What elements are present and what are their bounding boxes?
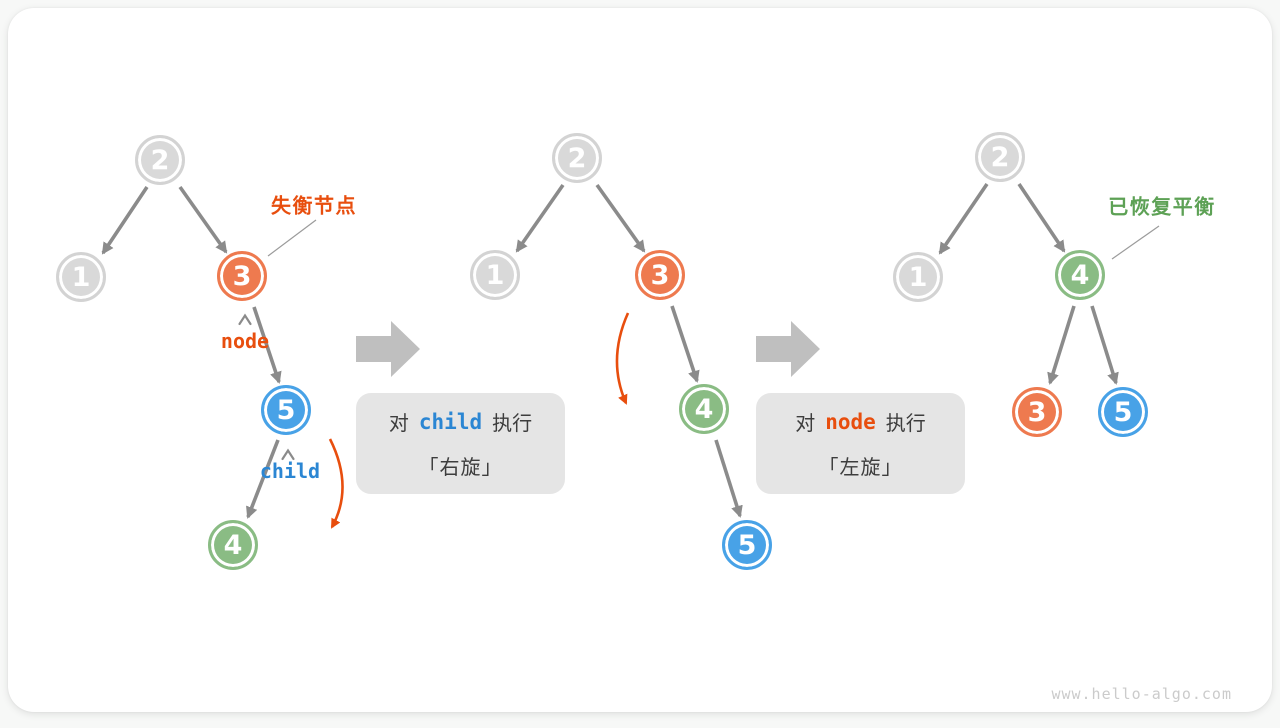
tree3-node-3: 3	[1012, 387, 1062, 437]
tree2-node-1: 1	[470, 250, 520, 300]
watermark: www.hello-algo.com	[1051, 685, 1232, 703]
unbalanced-node-label: 失衡节点	[271, 195, 357, 218]
balance-restored-label: 已恢复平衡	[1108, 196, 1216, 219]
step-1-suffix: 执行	[492, 413, 533, 436]
tree1-edge-2-1	[101, 186, 149, 255]
tree3-edge-4-3	[1047, 305, 1076, 385]
tree2-edge-3-4	[670, 305, 700, 383]
tree3-edge-2-1	[938, 182, 989, 255]
tree3-node-1: 1	[893, 252, 943, 302]
tree2-edge-2-3	[595, 183, 646, 253]
step-2-box: 对 node 执行 「左旋」	[756, 393, 965, 494]
step-2-suffix: 执行	[885, 413, 926, 436]
tree2-node-3: 3	[635, 250, 685, 300]
step-1-line1: 对 child 执行	[389, 407, 532, 436]
tree3-node-4: 4	[1055, 250, 1105, 300]
step-2-keyword: node	[825, 409, 876, 434]
step-1-keyword: child	[418, 409, 483, 434]
tree2-node-5: 5	[722, 520, 772, 570]
tree3-edge-4-5	[1090, 305, 1119, 385]
step-1-right-block-arrow-icon	[356, 321, 420, 377]
step-2-prefix: 对	[795, 413, 816, 436]
step-2-action: 「左旋」	[818, 456, 903, 479]
tree1-node-2: 2	[135, 135, 185, 185]
step-2-line1: 对 node 执行	[795, 407, 926, 436]
tree1-node-1: 1	[56, 252, 106, 302]
tree2-edge-2-1	[515, 183, 565, 253]
step-1-box: 对 child 执行 「右旋」	[356, 393, 565, 494]
tree1-node-4: 4	[208, 520, 258, 570]
tree3-node-5: 5	[1098, 387, 1148, 437]
tree2-rotate-counterclockwise-arrow-icon	[615, 312, 630, 405]
tree1-node-5: 5	[261, 385, 311, 435]
tree3-callout-line	[1111, 225, 1160, 260]
child-variable-tag: child	[259, 459, 321, 483]
diagram-card: 2 1 3 5 4 2 1 3 4 5 2 1 4 3 5 失衡节点 node …	[8, 8, 1272, 712]
tree2-node-4: 4	[679, 384, 729, 434]
tree1-child-caret-up-icon	[281, 448, 295, 461]
tree1-node-3: 3	[217, 251, 267, 301]
diagram-lines-layer	[101, 182, 1160, 529]
tree1-edge-2-3	[178, 185, 228, 254]
tree2-edge-4-5	[714, 439, 743, 518]
tree3-edge-2-4	[1017, 182, 1066, 253]
tree1-rotate-clockwise-arrow-icon	[328, 438, 344, 529]
tree1-node-caret-up-icon	[238, 313, 252, 326]
step-2-right-block-arrow-icon	[756, 321, 820, 377]
tree2-node-2: 2	[552, 133, 602, 183]
tree3-node-2: 2	[975, 132, 1025, 182]
node-variable-tag: node	[220, 329, 270, 353]
step-1-action: 「右旋」	[418, 456, 503, 479]
tree1-callout-line	[267, 219, 317, 257]
step-1-prefix: 对	[388, 413, 409, 436]
